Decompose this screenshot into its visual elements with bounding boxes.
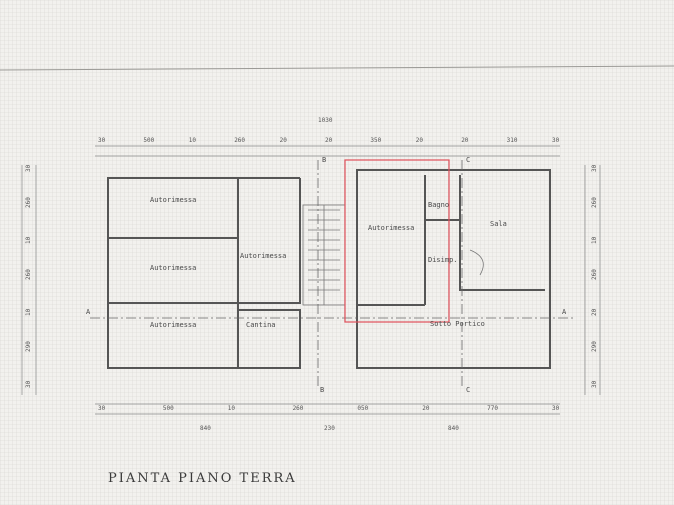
room-label-bagno: Bagno	[428, 201, 449, 209]
dimension-top-total: 1030	[318, 117, 333, 124]
dim-top-item: 260	[234, 137, 245, 144]
dim-bottom-item: 30	[98, 405, 106, 412]
section-mark-a-right: A	[562, 308, 567, 316]
dim-bottom-sub-item: 840	[200, 425, 211, 432]
dim-top-item: 20	[461, 137, 469, 144]
dim-bottom-sub-item: 230	[324, 425, 335, 432]
room-label-sotto-portico: Sotto Portico	[430, 320, 485, 328]
dim-left-item: 10	[25, 236, 32, 244]
dim-bottom-item: 050	[357, 405, 368, 412]
room-label-autorimessa-1: Autorimessa	[150, 196, 196, 204]
room-label-disimpegno: Disimp.	[428, 256, 458, 264]
dim-right-item: 30	[591, 164, 598, 172]
section-mark-c-top: C	[466, 156, 470, 164]
dim-left-item: 30	[25, 164, 32, 172]
dim-top-item: 310	[507, 137, 518, 144]
dim-right-item: 30	[591, 380, 598, 388]
section-mark-b-top: B	[322, 156, 326, 164]
dim-bottom-item: 20	[422, 405, 430, 412]
dim-top-item: 10	[189, 137, 197, 144]
dim-top-item: 20	[325, 137, 333, 144]
room-label-sala: Sala	[490, 220, 507, 228]
dim-right-item: 260	[591, 269, 598, 280]
dimension-labels-top: 30 500 10 260 20 20 350 20 20 310 30	[98, 137, 560, 144]
dim-left-item: 260	[25, 197, 32, 208]
dim-bottom-sub-item: 840	[448, 425, 459, 432]
room-label-autorimessa-5: Autorimessa	[368, 224, 414, 232]
dim-bottom-item: 260	[293, 405, 304, 412]
drawing-title: PIANTA PIANO TERRA	[108, 471, 297, 486]
dim-top-item: 20	[280, 137, 288, 144]
left-block	[107, 177, 301, 369]
dim-right-item: 290	[591, 341, 598, 352]
dim-left-item: 10	[25, 308, 32, 316]
dimension-labels-bottom: 30 500 10 260 050 20 770 30	[98, 405, 560, 412]
dim-left-item: 290	[25, 341, 32, 352]
section-mark-b-bottom: B	[320, 386, 324, 394]
dim-bottom-item: 30	[552, 405, 560, 412]
right-block	[356, 169, 551, 369]
dim-right-item: 260	[591, 197, 598, 208]
room-label-autorimessa-4: Autorimessa	[150, 321, 196, 329]
dim-left-item: 30	[25, 380, 32, 388]
highlight-box	[344, 159, 450, 323]
dim-bottom-item: 770	[487, 405, 498, 412]
room-label-autorimessa-2: Autorimessa	[150, 264, 196, 272]
paper-edge	[0, 65, 674, 71]
dim-right-item: 10	[591, 236, 598, 244]
room-label-cantina: Cantina	[246, 321, 276, 329]
room-label-autorimessa-3: Autorimessa	[240, 252, 286, 260]
dim-right-item: 20	[591, 308, 598, 316]
dim-top-item: 350	[370, 137, 381, 144]
dim-left-item: 260	[25, 269, 32, 280]
dim-top-item: 30	[552, 137, 560, 144]
dim-bottom-item: 500	[163, 405, 174, 412]
dim-bottom-item: 10	[228, 405, 236, 412]
dimension-labels-bottom-sub: 840 230 840	[200, 425, 459, 432]
section-mark-a-left: A	[86, 308, 91, 316]
dim-top-item: 20	[416, 137, 424, 144]
dimension-labels-right: 30 260 10 260 20 290 30	[591, 164, 598, 388]
dimension-lines	[21, 145, 601, 415]
dim-top-item: 500	[143, 137, 154, 144]
dim-top-item: 30	[98, 137, 106, 144]
section-mark-c-bottom: C	[466, 386, 470, 394]
dimension-labels-left: 30 260 10 260 10 290 30	[25, 164, 32, 388]
